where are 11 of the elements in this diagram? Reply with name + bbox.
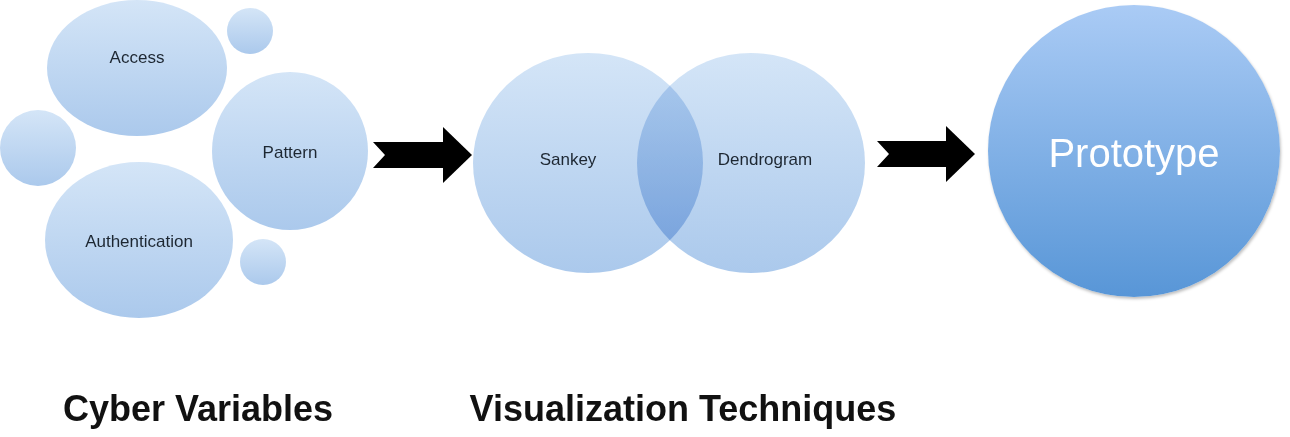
- stage-caption: Cyber Variables: [62, 388, 334, 430]
- bubble: [0, 110, 76, 186]
- bubble: [227, 8, 273, 54]
- bubble-label: Dendrogram: [717, 150, 813, 170]
- bubble-label: Prototype: [1048, 131, 1220, 175]
- bubble: [240, 239, 286, 285]
- bubble-label: Sankey: [539, 150, 597, 170]
- bubble-label: Authentication: [85, 232, 193, 252]
- stage-caption: Visualization Techniques: [469, 388, 897, 430]
- bubble-label: Access: [109, 48, 165, 68]
- bubble-label: Pattern: [262, 143, 318, 163]
